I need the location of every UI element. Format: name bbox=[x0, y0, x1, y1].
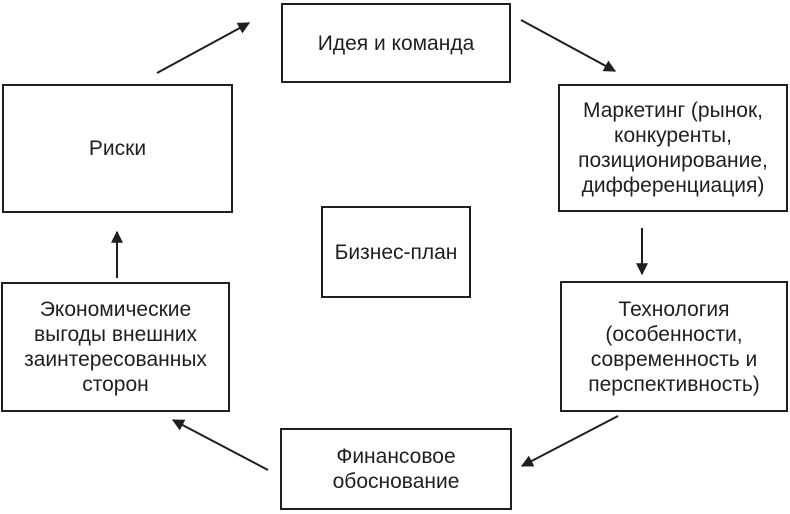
diagram-node-business-plan-center: Бизнес-план bbox=[321, 206, 471, 298]
arrow-idea-to-marketing-icon bbox=[520, 19, 617, 72]
arrow-finance-to-benefits-icon bbox=[171, 419, 269, 471]
diagram-node-risks: Риски bbox=[2, 84, 233, 213]
diagram-node-idea-and-team: Идея и команда bbox=[281, 3, 511, 83]
diagram-node-financial-justification: Финансовое обоснование bbox=[280, 428, 512, 510]
diagram-node-technology: Технология (особенности, современность и… bbox=[560, 281, 788, 412]
diagram-node-economic-benefits: Экономические выгоды внешних заинтересов… bbox=[1, 282, 230, 412]
arrow-technology-to-finance-icon bbox=[520, 415, 619, 467]
diagram-node-marketing: Маркетинг (рынок, конкуренты, позиционир… bbox=[558, 84, 788, 212]
arrow-risks-to-idea-icon bbox=[156, 22, 251, 74]
